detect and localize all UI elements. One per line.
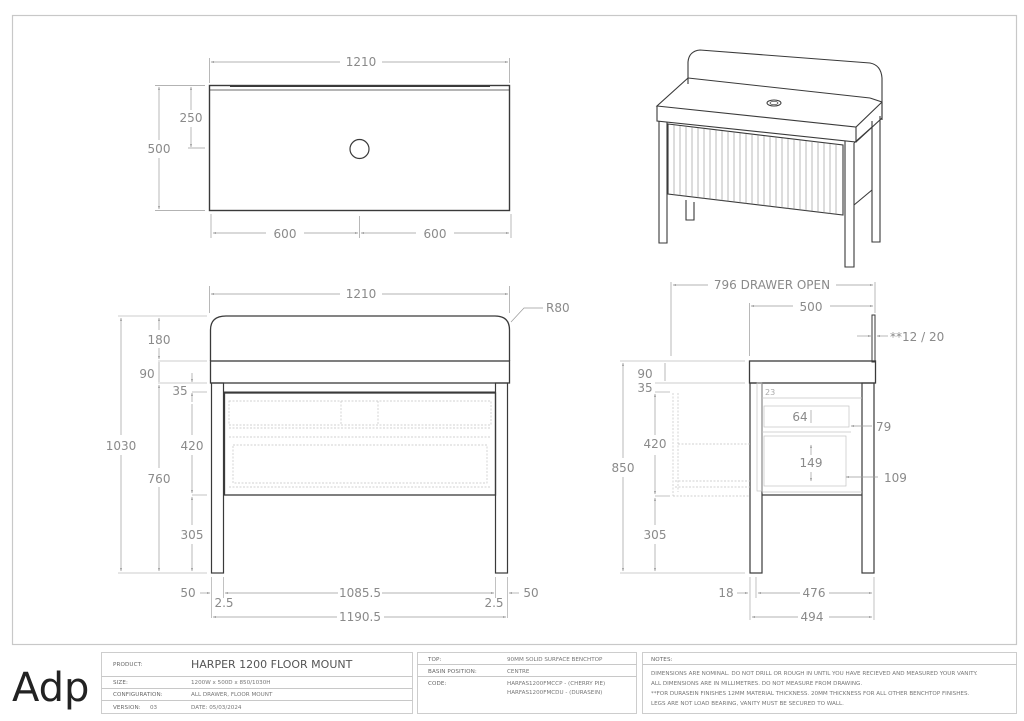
side-drawer-open-label: 796 DRAWER OPEN (714, 278, 830, 292)
notes-line-3: **FOR DURASEIN FINISHES 12MM MATERIAL TH… (651, 691, 970, 697)
plan-right-half-label: 600 (424, 227, 447, 241)
specs-panel (417, 652, 637, 714)
size-label: SIZE: (113, 680, 128, 686)
side-upper-setback-label: 79 (876, 420, 891, 434)
code-label: CODE: (428, 681, 447, 687)
configuration-value: ALL DRAWER, FLOOR MOUNT (191, 692, 273, 698)
code-2-value: HARFAS1200FMCDU - (DURASEIN) (507, 690, 602, 696)
date-value: DATE: 05/03/2024 (191, 705, 242, 711)
company-logo: Adp (12, 665, 89, 711)
isometric-view (655, 49, 883, 268)
front-inset-right-label: 2.5 (484, 596, 503, 610)
front-splashback-label: 180 (148, 333, 171, 347)
front-benchtop-height-label: 760 (148, 472, 171, 486)
side-gap-label: 35 (637, 381, 652, 395)
version-label: VERSION: (113, 705, 141, 711)
side-upper-internal-label: 64 (792, 410, 807, 424)
top-value: 90MM SOLID SURFACE BENCHTOP (507, 657, 603, 663)
front-inner-width-label: 1085.5 (339, 586, 381, 600)
side-depth-label: 500 (800, 300, 823, 314)
side-splashback-thickness-label: **12 / 20 (890, 330, 944, 344)
side-inner-depth-label: 476 (803, 586, 826, 600)
notes-line-1: DIMENSIONS ARE NOMINAL. DO NOT DRILL OR … (651, 671, 978, 677)
front-leg-right-label: 50 (523, 586, 538, 600)
basin-hole (349, 138, 370, 160)
notes-line-2: ALL DIMENSIONS ARE IN MILLIMETRES. DO NO… (651, 681, 862, 687)
plan-depth-label: 500 (148, 142, 171, 156)
notes-label: NOTES: (651, 657, 673, 663)
side-leg-clearance-label: 305 (644, 528, 667, 542)
front-leg-left-label: 50 (180, 586, 195, 600)
version-value: 03 (150, 705, 158, 711)
front-total-height-label: 1030 (106, 439, 137, 453)
notes-panel (642, 652, 1017, 714)
front-leg-clearance-label: 305 (181, 528, 204, 542)
front-top-width-label: 1210 (346, 287, 377, 301)
front-radius-label: R80 (546, 301, 570, 315)
side-height-label: 850 (612, 461, 635, 475)
side-leg-depth-label: 18 (718, 586, 733, 600)
product-name: HARPER 1200 FLOOR MOUNT (191, 658, 353, 671)
basin-position-label: BASIN POSITION: (428, 669, 477, 675)
drawing-frame (11, 14, 1018, 646)
side-lower-internal-label: 149 (800, 456, 823, 470)
title-block: Adp PRODUCT: HARPER 1200 FLOOR MOUNT SIZ… (12, 652, 1017, 714)
svg-text:23: 23 (765, 388, 775, 397)
side-outer-depth-label: 494 (801, 610, 824, 624)
code-1-value: HARFAS1200FMCCP - (CHERRY PIE) (507, 681, 605, 687)
product-label: PRODUCT: (113, 662, 142, 668)
plan-basin-offset-label: 250 (180, 111, 203, 125)
side-benchtop-label: 90 (637, 367, 652, 381)
top-label: TOP: (427, 657, 441, 663)
configuration-label: CONFIGURATION: (113, 692, 163, 698)
front-elevation: 1210 R80 1030 180 90 760 35 420 (106, 286, 570, 624)
front-gap-label: 35 (172, 384, 187, 398)
plan-width-label: 1210 (346, 55, 377, 69)
front-inset-left-label: 2.5 (214, 596, 233, 610)
front-drawer-height-label: 420 (181, 439, 204, 453)
plan-view: 1210 500 250 600 600 (148, 55, 512, 241)
product-panel (101, 652, 413, 714)
basin-position-value: CENTRE (507, 669, 530, 675)
notes-line-4: LEGS ARE NOT LOAD BEARING, VANITY MUST B… (651, 701, 844, 707)
side-elevation: 23 796 DRAWER OPEN 500 **12 / 20 (612, 278, 945, 624)
benchtop-outline (208, 84, 511, 212)
side-lower-setback-label: 109 (884, 471, 907, 485)
side-drawer-height-label: 420 (644, 437, 667, 451)
front-outer-width-label: 1190.5 (339, 610, 381, 624)
plan-left-half-label: 600 (274, 227, 297, 241)
front-benchtop-label: 90 (139, 367, 154, 381)
size-value: 1200W x 500D x 850/1030H (191, 680, 271, 686)
